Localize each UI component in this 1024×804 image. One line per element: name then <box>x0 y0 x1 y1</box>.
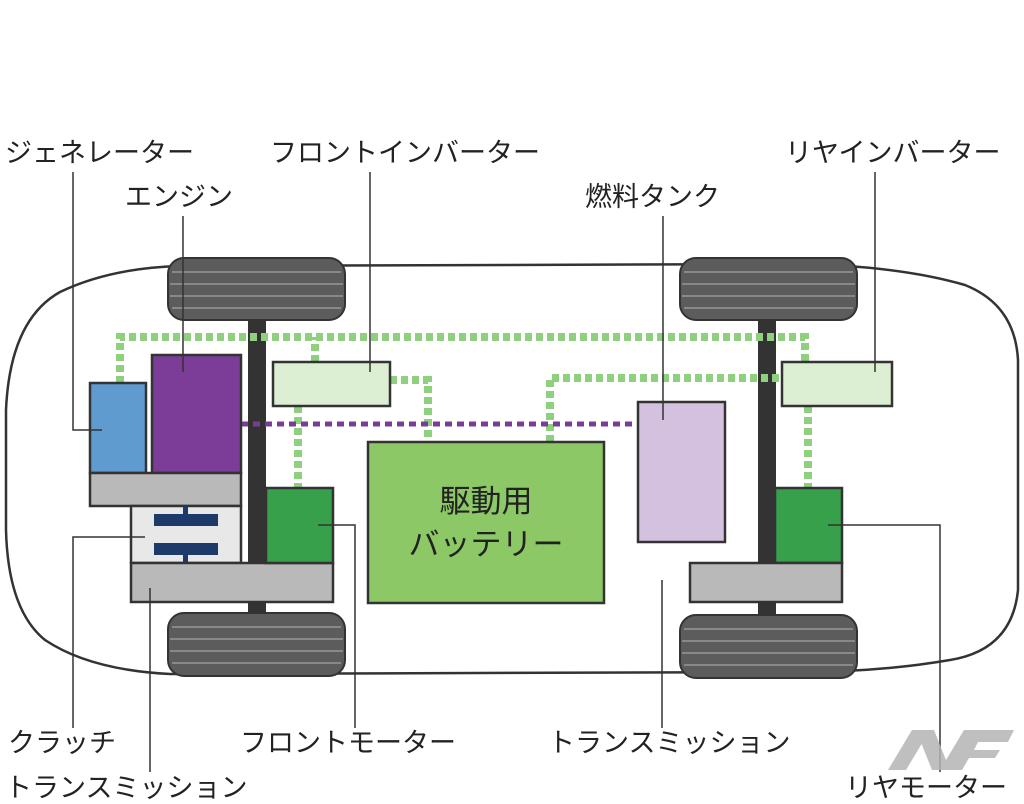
generator-block <box>88 381 148 475</box>
label-rear-motor: リヤモーター <box>845 773 1007 804</box>
battery-label-line1: 駆動用 <box>440 484 533 520</box>
clutch-block <box>129 504 243 565</box>
tire-rear-left <box>679 257 858 321</box>
leader-lines <box>72 172 941 772</box>
battery-label-line2: バッテリー <box>409 527 564 563</box>
tire-front-left <box>167 257 346 321</box>
label-rear-transmission: トランスミッション <box>548 728 790 759</box>
label-generator: ジェネレーター <box>5 138 194 169</box>
label-front-inverter: フロントインバーター <box>270 138 540 169</box>
label-fuel-tank: 燃料タンク <box>585 182 720 213</box>
front-inverter-block <box>271 360 392 408</box>
label-clutch: クラッチ <box>8 728 116 759</box>
label-rear-inverter: リヤインバーター <box>785 138 1000 169</box>
label-front-motor: フロントモーター <box>240 728 456 759</box>
label-front-transmission: トランスミッション <box>5 773 247 804</box>
tire-rear-right <box>679 614 858 679</box>
fuel-tank-block <box>636 400 727 544</box>
engine-base-block <box>88 471 243 508</box>
battery-block <box>366 440 606 605</box>
watermark-logo <box>888 730 1014 770</box>
rear-inverter-block <box>780 360 894 408</box>
rear-axle <box>758 318 776 614</box>
tire-front-right <box>167 612 346 677</box>
label-engine: エンジン <box>125 182 233 213</box>
front-transmission-block <box>129 561 335 604</box>
rear-transmission-block <box>688 561 844 604</box>
electric-connection-lines <box>116 333 812 488</box>
engine-block <box>150 353 243 475</box>
front-axle <box>248 318 266 614</box>
